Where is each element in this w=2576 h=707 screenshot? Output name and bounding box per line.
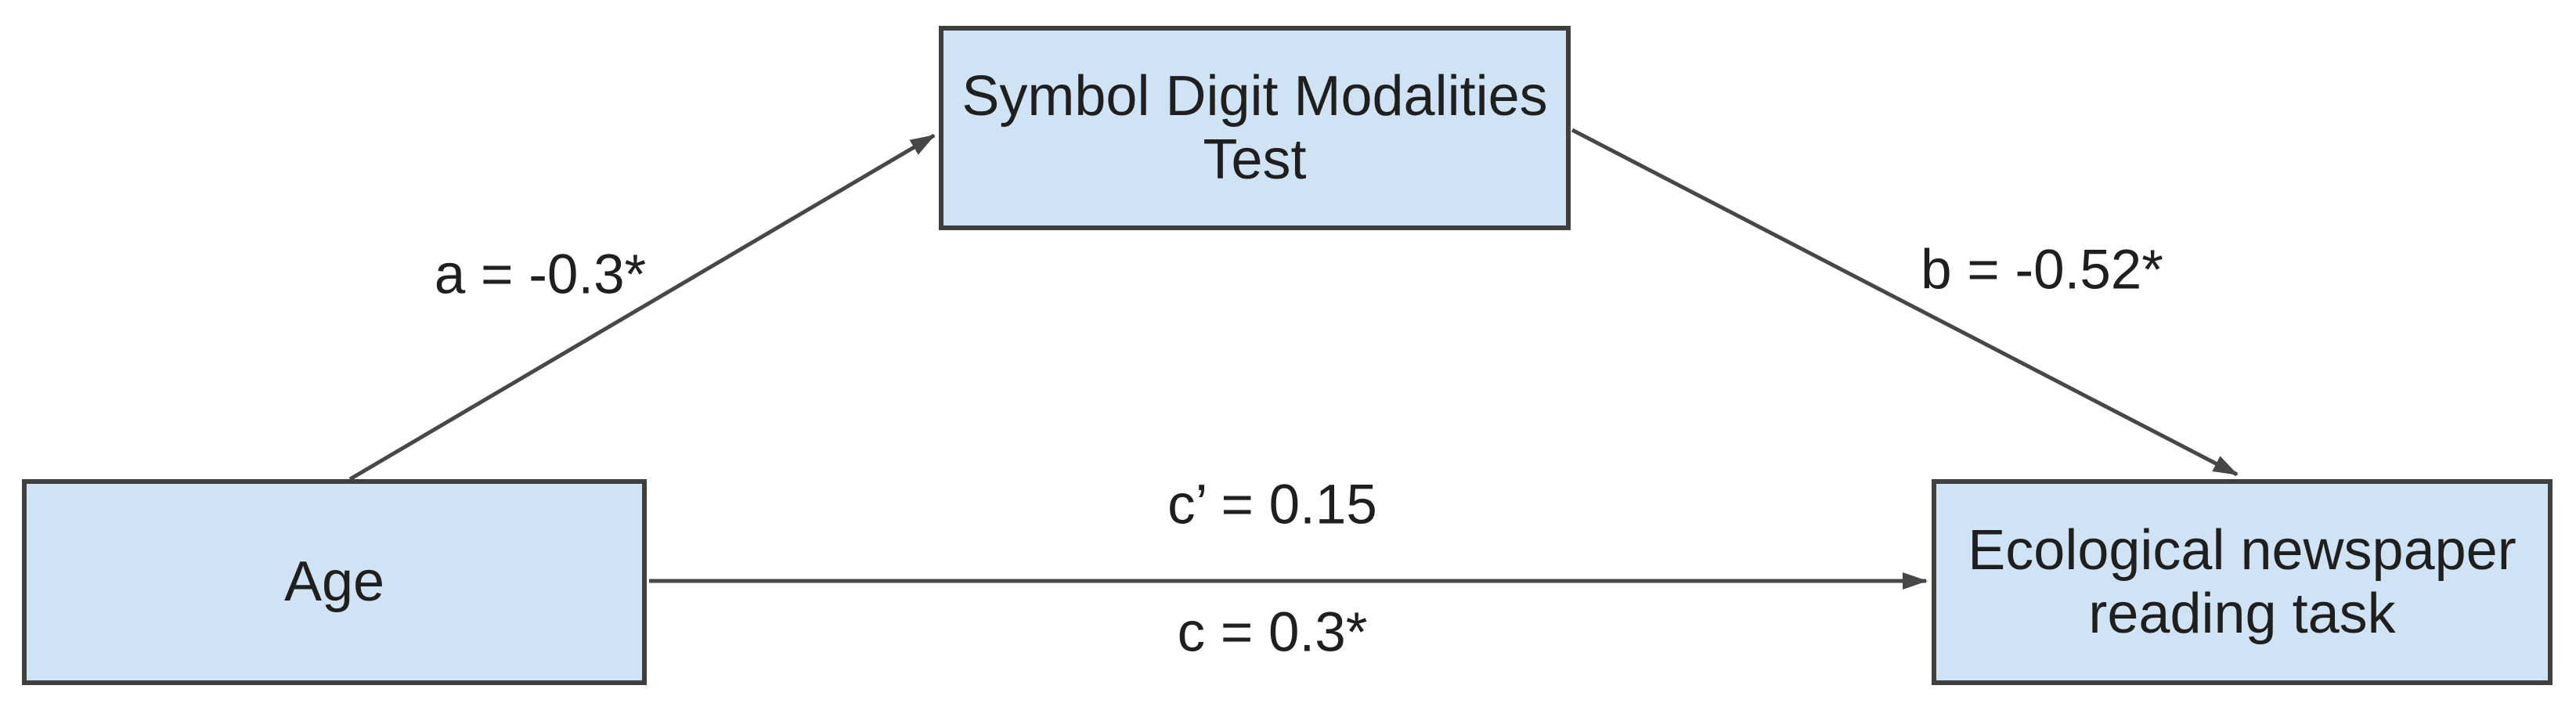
node-mediator-label-line2: Test — [1203, 128, 1307, 191]
node-mediator-label-line1: Symbol Digit Modalities — [961, 64, 1548, 128]
path-c-prime-coefficient-label: c’ = 0.15 — [1167, 474, 1377, 536]
node-age-label: Age — [283, 550, 385, 614]
path-b-coefficient-label: b = -0.52* — [1921, 239, 2163, 301]
path-c-coefficient-label: c = 0.3* — [1177, 601, 1368, 664]
node-ecological-newspaper-reading-task: Ecological newspaper reading task — [1932, 479, 2553, 685]
path-a-coefficient-label: a = -0.3* — [434, 243, 647, 306]
path-b-arrow — [1571, 128, 2239, 477]
node-age: Age — [22, 479, 647, 685]
node-outcome-label-line2: reading task — [2088, 582, 2396, 645]
node-outcome-label-line1: Ecological newspaper — [1968, 518, 2516, 582]
path-a-arrow — [348, 133, 936, 482]
node-symbol-digit-modalities-test: Symbol Digit Modalities Test — [939, 26, 1571, 230]
